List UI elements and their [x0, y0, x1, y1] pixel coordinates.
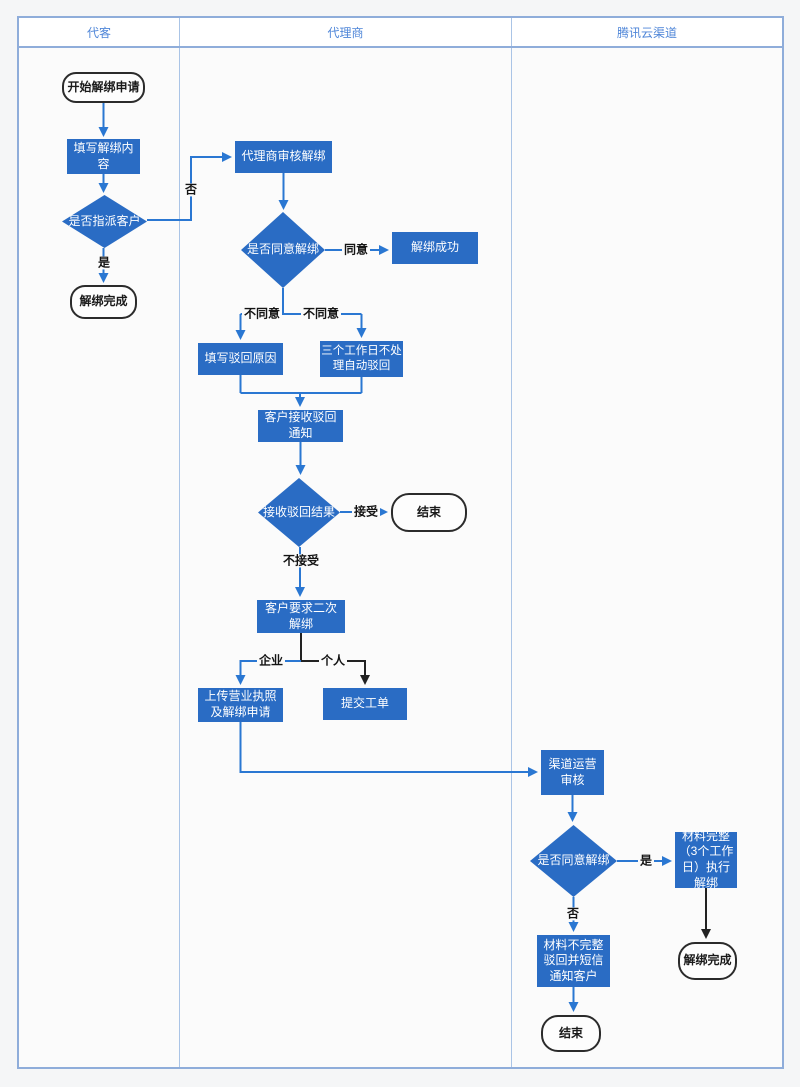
- node-receive-reject-notice: 客户接收驳回 通知: [258, 410, 343, 442]
- node-start: 开始解绑申请: [62, 72, 145, 103]
- edge-label-personal: 个人: [318, 653, 348, 668]
- edge-label-yes-1: 是: [95, 255, 113, 270]
- node-unbind-success: 解绑成功: [392, 232, 478, 264]
- node-auto-reject: 三个工作日不处 理自动驳回: [320, 341, 403, 377]
- node-fill-content: 填写解绑内 容: [67, 139, 140, 174]
- node-unbind-done-2: 解绑完成: [678, 942, 737, 980]
- node-end-1: 结束: [391, 493, 467, 532]
- lane-header-row: 代客 代理商 腾讯云渠道: [19, 18, 782, 48]
- edge-label-yes-2: 是: [637, 853, 655, 868]
- node-material-incomplete: 材料不完整 驳回并短信 通知客户: [537, 935, 610, 987]
- edge-label-disagree-left: 不同意: [241, 306, 283, 321]
- node-end-2: 结束: [541, 1015, 601, 1052]
- lane-title-customer: 代客: [86, 25, 111, 40]
- node-upload-license: 上传营业执照 及解绑申请: [198, 688, 283, 722]
- swimlane-frame: 代客 代理商 腾讯云渠道: [17, 16, 784, 1069]
- edge-label-enterprise: 企业: [256, 653, 286, 668]
- node-agent-review: 代理商审核解绑: [235, 141, 332, 173]
- edge-label-not-accept: 不接受: [280, 553, 322, 568]
- node-second-unbind: 客户要求二次 解绑: [257, 600, 345, 633]
- node-fill-reject-reason: 填写驳回原因: [198, 343, 283, 375]
- lane-title-agent: 代理商: [179, 18, 511, 46]
- edge-label-accept: 接受: [351, 504, 381, 519]
- lane-divider-2: [511, 48, 512, 1067]
- edge-label-disagree-right: 不同意: [300, 306, 342, 321]
- lane-title-tencent-channel: 腾讯云渠道: [511, 18, 782, 46]
- edge-label-agree: 同意: [341, 242, 371, 257]
- node-channel-review: 渠道运营 审核: [541, 750, 604, 795]
- node-submit-ticket: 提交工单: [323, 688, 407, 720]
- edge-label-no-2: 否: [564, 906, 582, 921]
- node-unbind-done-1: 解绑完成: [70, 285, 137, 319]
- lane-divider-1: [179, 48, 180, 1067]
- node-material-complete: 材料完整 （3个工作 日）执行 解绑: [675, 829, 737, 890]
- edge-label-no-1: 否: [182, 182, 200, 197]
